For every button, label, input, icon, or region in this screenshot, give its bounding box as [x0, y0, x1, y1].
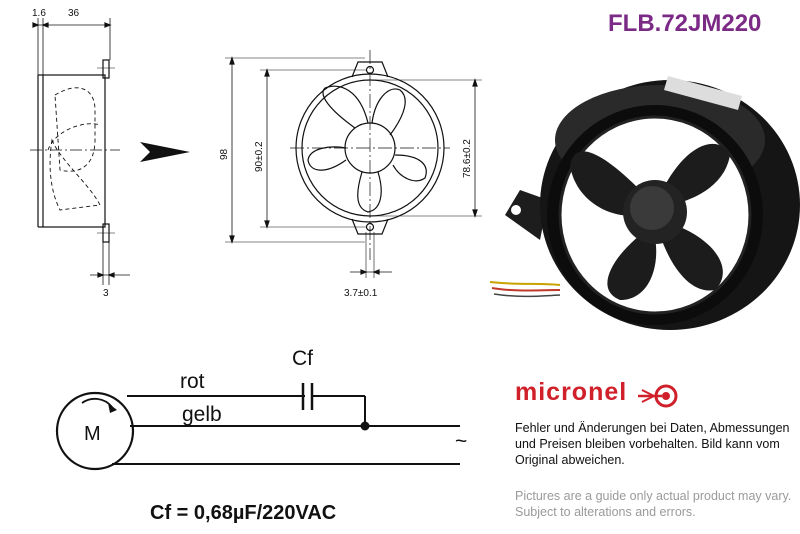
front-view	[225, 50, 482, 278]
side-view	[30, 18, 130, 285]
disclaimer-german: Fehler und Änderungen bei Daten, Abmessu…	[515, 421, 790, 468]
motor-label: M	[84, 423, 101, 445]
dim-depth: 36	[68, 8, 80, 19]
view-direction-arrow	[140, 142, 190, 162]
ac-symbol: ~	[455, 430, 467, 453]
wiring-diagram	[55, 383, 460, 471]
disclaimer-english: Pictures are a guide only actual product…	[515, 489, 792, 520]
wire-red-label: rot	[180, 370, 205, 393]
dim-tab-width: 3	[103, 288, 109, 299]
dim-flange-thickness: 1.6	[32, 8, 46, 19]
brand-name: micronel	[515, 378, 628, 406]
dim-diameter: 78.6±0.2	[462, 139, 473, 178]
capacitor-label: Cf	[292, 347, 313, 370]
wire-yellow-label: gelb	[182, 403, 222, 426]
brand-block: micronel	[515, 378, 800, 408]
capacitor-formula: Cf = 0,68µF/220VAC	[150, 502, 337, 524]
dim-mounting-height: 90±0.2	[254, 141, 265, 172]
product-code: FLB.72JM220	[608, 10, 762, 37]
dim-hole: 3.7±0.1	[344, 288, 378, 299]
fan-product-image	[489, 76, 800, 330]
dim-outer-height: 98	[219, 148, 230, 160]
motor-symbol	[55, 391, 135, 471]
micronel-fan-logo-icon	[637, 384, 678, 408]
